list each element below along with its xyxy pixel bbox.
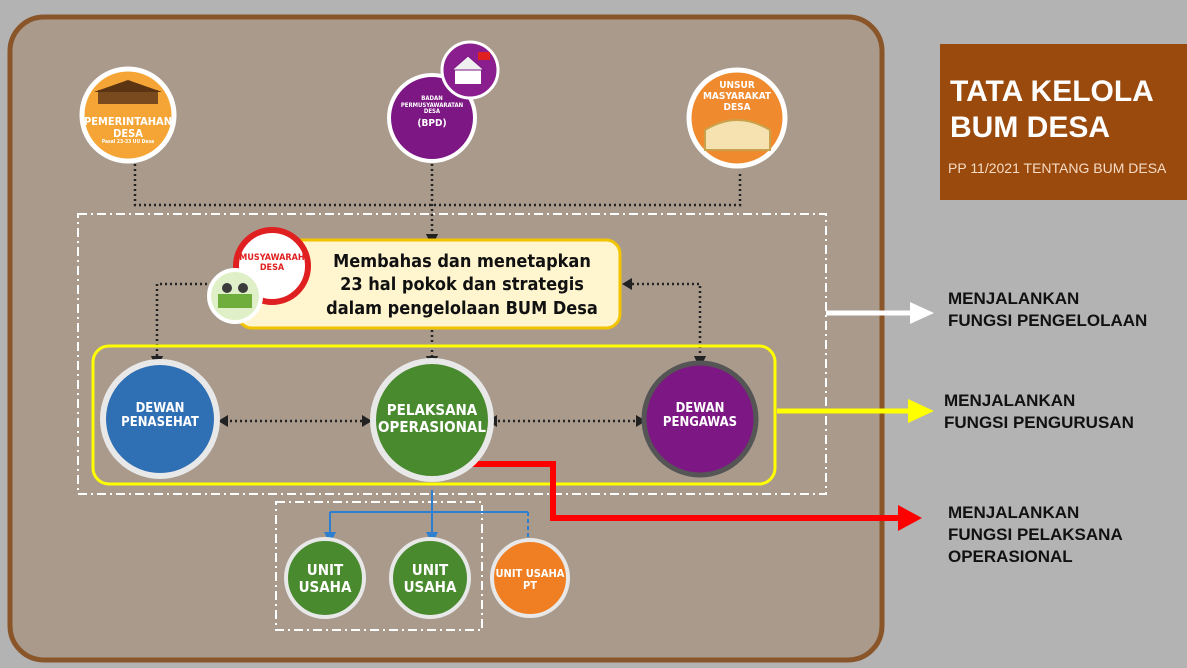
penasehat-label: DEWAN PENASEHAT: [110, 401, 210, 431]
badge-line1: MUSYAWARAH: [239, 253, 305, 263]
musyawarah-line2: 23 hal pokok dan strategis: [340, 274, 584, 296]
title-line2: BUM DESA: [950, 111, 1111, 144]
unsur-label: UNSUR MASYARAKAT DESA: [697, 80, 777, 113]
penasehat-line1: DEWAN: [135, 401, 185, 416]
unit3-line1: UNIT USAHA: [495, 567, 565, 580]
fungsi-pengelolaan-label: MENJALANKAN FUNGSI PENGELOLAAN: [948, 288, 1147, 332]
pengawas-line2: PENGAWAS: [662, 415, 738, 431]
governance-dashed-box: [77, 213, 827, 495]
bpd-node: [387, 40, 500, 163]
pengurusan-line1: MENJALANKAN: [944, 391, 1076, 410]
unit1-circle: [284, 537, 366, 619]
bpd-label: BADAN PERMUSYAWARATAN DESA (BPD): [392, 95, 472, 129]
pemerintahan-note: Pasal 23-33 UU Desa: [101, 139, 155, 146]
pelaksana-line2: OPERASIONAL: [378, 417, 486, 436]
title-line1: TATA KELOLA: [950, 75, 1154, 108]
units-dashed-box: [275, 501, 483, 631]
fungsi-pengurusan-label: MENJALANKAN FUNGSI PENGURUSAN: [944, 390, 1134, 434]
pengurusan-line2: FUNGSI PENGURUSAN: [944, 412, 1134, 432]
musyawarah-line3: dalam pengelolaan BUM Desa: [326, 297, 598, 319]
red-arrow: [449, 461, 902, 521]
penasehat-line2: PENASEHAT: [121, 415, 199, 431]
pelaksana-fn-line1: MENJALANKAN: [948, 503, 1080, 522]
function-arrows: [449, 302, 934, 531]
fungsi-pelaksana-label: MENJALANKAN FUNGSI PELAKSANA OPERASIONAL: [948, 502, 1123, 567]
unit3-circle: [490, 538, 570, 618]
pemerintahan-line2: DESA: [113, 127, 143, 141]
panel-title: TATA KELOLA BUM DESA: [950, 74, 1154, 146]
unit2-label: UNIT USAHA: [395, 562, 465, 595]
pengawas-line1: DEWAN: [675, 401, 725, 416]
penasehat-circle: [100, 359, 220, 479]
pelaksana-fn-line3: OPERASIONAL: [948, 546, 1073, 566]
connector-arrowheads: [218, 278, 646, 427]
panel-subtitle: PP 11/2021 TENTANG BUM DESA: [948, 160, 1167, 176]
pelaksana-fn-line2: FUNGSI PELAKSANA: [948, 524, 1123, 544]
unsur-line3: DESA: [723, 102, 751, 113]
unit3-line2: PT: [522, 579, 537, 593]
unsur-line1: UNSUR: [719, 80, 755, 91]
board: [7, 14, 885, 663]
unit-connectors: [324, 490, 534, 554]
unsur-line2: MASYARAKAT: [702, 91, 772, 102]
pengelolaan-line1: MENJALANKAN: [948, 289, 1080, 308]
pengawas-label: DEWAN PENGAWAS: [650, 401, 750, 431]
pelaksana-label: PELAKSANA OPERASIONAL: [377, 402, 487, 435]
pengurusan-box: [91, 344, 777, 486]
pemerintahan-label: PEMERINTAHAN DESA Pasal 23-33 UU Desa: [84, 115, 172, 146]
unit2-line2: USAHA: [403, 577, 457, 596]
unit2-line1: UNIT: [411, 561, 449, 579]
bpd-line3: DESA: [423, 108, 441, 116]
traditional-house-icon: [704, 119, 771, 151]
pelaksana-circle: [370, 358, 494, 482]
musyawarah-badge-label: MUSYAWARAH DESA: [236, 253, 308, 274]
bpd-line1: BADAN: [421, 95, 443, 102]
title-panel: TATA KELOLA BUM DESA PP 11/2021 TENTANG …: [940, 44, 1187, 200]
unit1-label: UNIT USAHA: [290, 562, 360, 595]
unit2-circle: [389, 537, 471, 619]
unit1-line2: USAHA: [298, 577, 352, 596]
house-icon: [98, 90, 158, 104]
pelaksana-line1: PELAKSANA: [386, 401, 478, 419]
pengelolaan-line2: FUNGSI PENGELOLAAN: [948, 310, 1148, 330]
unit1-line1: UNIT: [306, 561, 344, 579]
pemerintahan-node: [79, 66, 177, 164]
musyawarah-text: Membahas dan menetapkan 23 hal pokok dan…: [312, 250, 612, 320]
unsur-node: [686, 67, 788, 169]
badge-line2: DESA: [259, 262, 285, 273]
pemerintahan-line1: PEMERINTAHAN: [84, 115, 172, 128]
musyawarah-line1: Membahas dan menetapkan: [333, 251, 591, 272]
pengawas-circle: [641, 360, 759, 478]
unit3-label: UNIT USAHA PT: [494, 567, 566, 593]
bpd-line2: PERMUSYAWARATAN: [400, 101, 464, 109]
bpd-line4: (BPD): [417, 117, 447, 129]
